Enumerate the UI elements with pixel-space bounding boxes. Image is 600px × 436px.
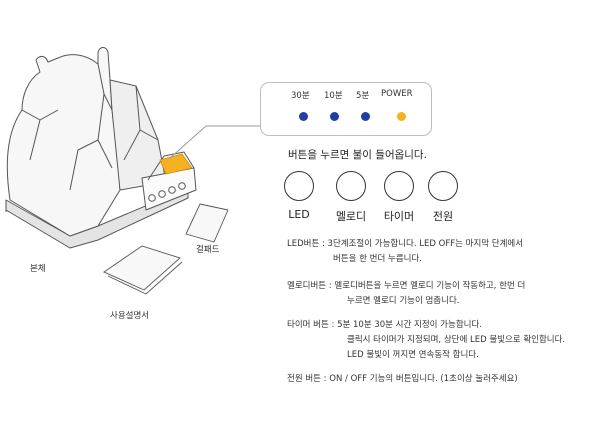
label-manual: 사용설명서 — [110, 311, 150, 321]
indicator-label-10min: 10분 — [324, 91, 343, 101]
buttons-heading: 버튼을 누르면 불이 들어옵니다. — [288, 149, 427, 161]
led-button-label: LED — [288, 208, 310, 221]
led-description-line1: LED버튼 : 3단계조절이 가능합니다. LED OFF는 마지막 단계에서 — [287, 239, 524, 249]
timer-description-line1: 타이머 버튼 : 5분 10분 30분 시간 지정이 가능합니다. — [287, 320, 482, 330]
timer-button-label: 타이머 — [383, 210, 415, 223]
timer-description: 타이머 버튼 : 5분 10분 30분 시간 지정이 가능합니다. 클릭시 타이… — [287, 318, 565, 363]
melody-description: 멜로디버튼 : 멜로디버튼을 누르면 멜로디 기능이 작동하고, 한번 더 누르… — [287, 279, 525, 309]
melody-button[interactable] — [336, 171, 366, 201]
power-description: 전원 버튼 : ON / OFF 기능의 버튼입니다. (1초이상 눌러주세요) — [287, 372, 518, 387]
led-description: LED버튼 : 3단계조절이 가능합니다. LED OFF는 마지막 단계에서 … — [287, 237, 523, 267]
timer-button[interactable] — [384, 171, 414, 201]
label-pad: 걸패드 — [196, 245, 220, 255]
bear-device-illustration — [5, 47, 197, 249]
pad-shape — [185, 203, 229, 243]
timer-description-line2: 클릭시 타이머가 지정되며, 상단에 LED 불빛으로 확인합니다. — [347, 335, 566, 345]
power-button-label: 전원 — [432, 210, 454, 223]
indicator-dot-power — [397, 112, 406, 121]
indicator-label-5min: 5분 — [356, 91, 370, 101]
indicator-panel: 30분 10분 5분 POWER — [260, 82, 432, 136]
label-body: 본체 — [30, 264, 46, 274]
power-description-line1: 전원 버튼 : ON / OFF 기능의 버튼입니다. (1초이상 눌러주세요) — [287, 374, 518, 384]
indicator-dot-10min — [330, 112, 339, 121]
melody-description-line1: 멜로디버튼 : 멜로디버튼을 누르면 멜로디 기능이 작동하고, 한번 더 — [287, 281, 526, 291]
manual-shape — [103, 245, 181, 291]
led-button[interactable] — [284, 171, 314, 201]
pad-and-manual-illustration — [103, 203, 229, 295]
indicator-label-30min: 30분 — [291, 91, 310, 101]
power-button[interactable] — [428, 171, 458, 201]
highlight-panel — [159, 153, 193, 175]
indicator-dot-5min — [361, 112, 370, 121]
timer-description-line3: LED 불빛이 꺼지면 연속동작 합니다. — [347, 350, 479, 360]
melody-description-line2: 누르면 멜로디 기능이 멈춥니다. — [347, 296, 460, 306]
indicator-label-power: POWER — [381, 89, 413, 99]
indicator-dot-30min — [299, 112, 308, 121]
melody-button-label: 멜로디 — [335, 210, 367, 223]
led-description-line2: 버튼을 한 번더 누릅니다. — [333, 254, 423, 264]
